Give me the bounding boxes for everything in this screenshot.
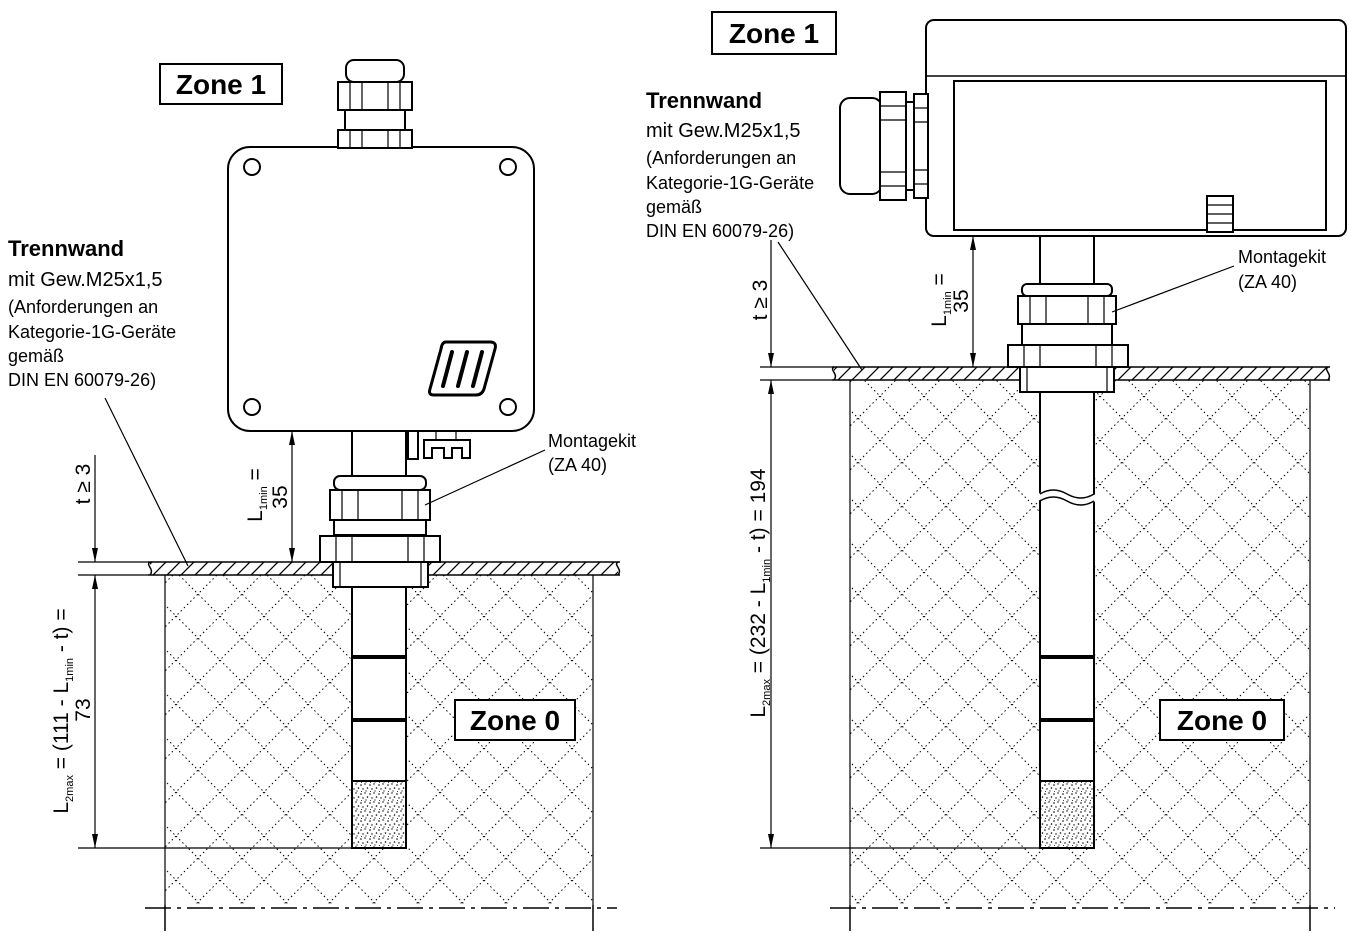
dim-subscript: 1min xyxy=(942,291,954,315)
dim-symbol: L xyxy=(928,315,951,327)
right-dim-l1-value: 35 xyxy=(950,289,973,312)
right-partition-leader-line xyxy=(777,241,863,371)
right-mounting-kit-title: Montagekit xyxy=(1238,247,1326,267)
left-zone-0-label: Zone 0 xyxy=(470,705,560,736)
dim-expression-start: = (232 - L xyxy=(747,583,770,673)
right-partition-note-line: DIN EN 60079-26) xyxy=(646,221,794,241)
left-housing-screw-hole xyxy=(243,398,261,416)
left-partition-note-line: Kategorie-1G-Geräte xyxy=(8,322,176,342)
left-dim-l1-value: 35 xyxy=(269,485,292,508)
left-dim-l1-label: L1min = xyxy=(244,468,272,522)
left-housing-screw-hole xyxy=(499,398,517,416)
left-partition-thread: mit Gew.M25x1,5 xyxy=(8,269,163,291)
left-cable-gland xyxy=(337,59,413,149)
right-dim-l1-label: L1min = xyxy=(928,273,956,327)
left-housing xyxy=(227,146,535,432)
right-probe-rod xyxy=(1039,391,1095,782)
right-connector xyxy=(1206,195,1234,233)
left-sintered-filter-tip xyxy=(351,780,407,849)
right-probe-stem xyxy=(1039,235,1095,285)
left-dim-t-label: t ≥ 3 xyxy=(72,464,95,505)
right-drawing: Zone 1 Zone 0 Trennwand mit Gew.M25x1,5 … xyxy=(646,11,1347,932)
left-zone-1-label: Zone 1 xyxy=(176,69,266,100)
dim-value: 194 xyxy=(747,468,770,503)
left-probe-rod xyxy=(351,586,407,782)
left-housing-screw-hole xyxy=(243,158,261,176)
left-partition-title: Trennwand xyxy=(8,236,124,261)
dim-equals: = xyxy=(244,468,267,480)
right-mounting-kit xyxy=(1007,283,1129,393)
dim-subscript: 1min xyxy=(761,559,773,583)
right-zone-0-box xyxy=(1159,699,1285,741)
left-partition-note-line: gemäß xyxy=(8,346,64,366)
left-wall-break-marks xyxy=(147,561,621,576)
left-drawing: Zone 1 Zone 0 Trennwand mit Gew.M25x1,5 … xyxy=(8,59,636,932)
right-partition-title: Trennwand xyxy=(646,88,762,113)
left-partition-note-line: DIN EN 60079-26) xyxy=(8,370,156,390)
left-zone-1-box xyxy=(159,63,283,105)
left-wall-hatch-b xyxy=(428,562,618,575)
right-mounting-kit-leader-line xyxy=(1111,265,1235,313)
right-cable-gland xyxy=(839,91,929,201)
left-mounting-kit-code: (ZA 40) xyxy=(548,455,607,475)
right-dim-t-label: t ≥ 3 xyxy=(749,280,772,321)
right-probe-break-mark xyxy=(1039,489,1095,506)
dim-symbol: L xyxy=(747,706,770,718)
right-wall-hatch-b xyxy=(1112,367,1328,380)
right-mounting-kit-code: (ZA 40) xyxy=(1238,272,1297,292)
left-mounting-clip xyxy=(407,430,471,460)
right-housing-front-panel xyxy=(953,80,1327,231)
right-dim-l2-label: L2max = (232 - L1min - t) = 194 xyxy=(747,468,775,718)
dim-expression-start: = (111 - L xyxy=(50,682,73,769)
right-partition-note-line: (Anforderungen an xyxy=(646,148,796,168)
dim-symbol: L xyxy=(244,510,267,522)
dim-subscript: 2max xyxy=(64,775,76,802)
left-dim-l2-value: 73 xyxy=(72,698,95,721)
left-zone-0-box xyxy=(454,699,576,741)
right-partition-thread: mit Gew.M25x1,5 xyxy=(646,120,801,142)
right-zone-1-box xyxy=(711,11,837,55)
right-zone-0-label: Zone 0 xyxy=(1177,705,1267,736)
dim-equals: = xyxy=(928,273,951,285)
left-dim-l2-label: L2max = (111 - L1min - t) = xyxy=(50,608,78,813)
brand-logo-icon xyxy=(428,340,497,397)
dim-subscript: 1min xyxy=(64,658,76,682)
right-partition-note-line: Kategorie-1G-Geräte xyxy=(646,173,814,193)
left-housing-screw-hole xyxy=(499,158,517,176)
right-wall-hatch-a xyxy=(834,367,1022,380)
left-mounting-kit-leader-line xyxy=(424,449,546,506)
dim-symbol: L xyxy=(50,802,73,814)
dim-subscript: 1min xyxy=(258,486,270,510)
dim-expression-end: - t) = xyxy=(747,509,770,553)
left-wall-edges xyxy=(148,561,620,576)
left-probe-stem xyxy=(351,430,407,478)
right-wall-edges xyxy=(832,366,1330,381)
left-mounting-kit-title: Montagekit xyxy=(548,431,636,451)
right-probe-break-fill xyxy=(1038,490,1096,505)
left-partition-leader-line xyxy=(104,397,189,567)
right-wall-break-marks xyxy=(831,366,1331,381)
left-mounting-kit xyxy=(319,475,441,588)
dim-subscript: 2max xyxy=(761,679,773,706)
right-zone-1-label: Zone 1 xyxy=(729,18,819,49)
right-sintered-filter-tip xyxy=(1039,780,1095,849)
dim-expression-end: - t) = xyxy=(50,608,73,652)
left-partition-note-line: (Anforderungen an xyxy=(8,297,158,317)
left-wall-hatch-a xyxy=(150,562,332,575)
right-partition-note-line: gemäß xyxy=(646,197,702,217)
